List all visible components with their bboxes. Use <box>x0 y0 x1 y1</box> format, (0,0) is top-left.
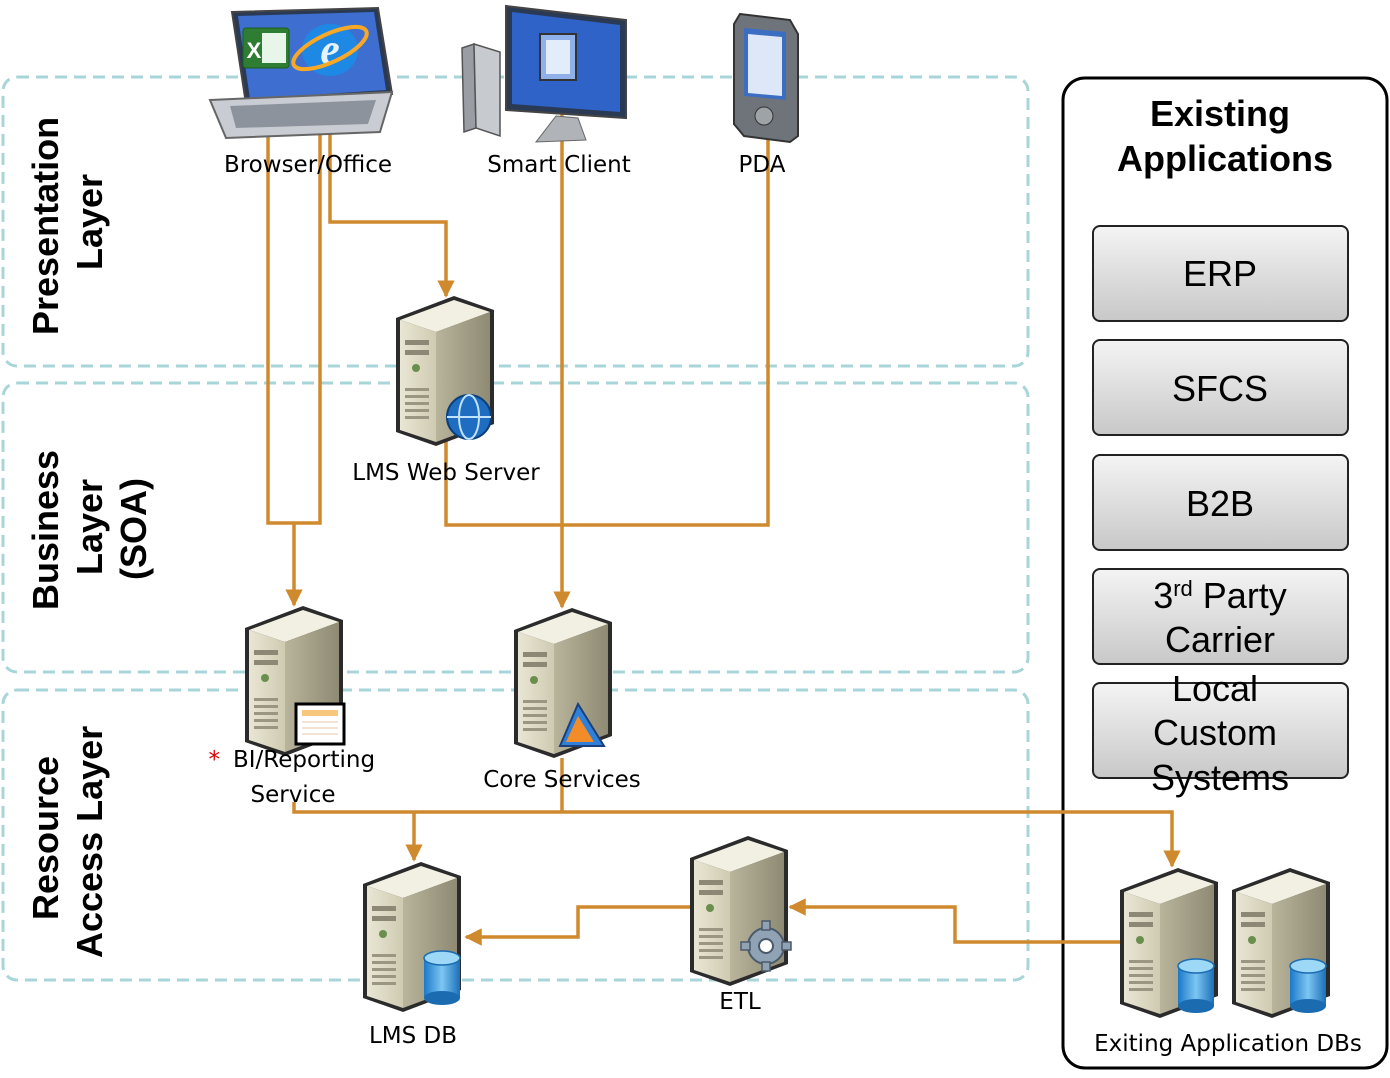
desktop-computer-icon <box>461 4 627 143</box>
svg-text:ERP: ERP <box>1183 253 1257 294</box>
presentation-layer-box <box>1 75 1030 368</box>
svg-text:X: X <box>247 38 262 63</box>
smart-client-label: Smart Client <box>487 152 630 178</box>
existing-dbs-to-etl-connector <box>788 898 1122 944</box>
lms-db-server-icon <box>363 862 461 1012</box>
sfcs-box: SFCS <box>1092 339 1349 436</box>
excel-icon: X <box>242 27 290 69</box>
existing-db-server-2-icon <box>1232 868 1330 1018</box>
existing-application-dbs-label: Exiting Application DBs <box>1094 1031 1362 1057</box>
pda-label: PDA <box>739 152 786 178</box>
pda-icon <box>733 12 799 144</box>
lms-web-server-icon <box>396 296 494 446</box>
svg-text:SFCS: SFCS <box>1172 368 1268 409</box>
bi-reporting-server-icon <box>245 606 346 756</box>
bi-reporting-label-line2: Service <box>250 782 335 808</box>
resource-layer-label: Resource Access Layer <box>25 726 110 958</box>
business-layer-label: Business Layer (SOA) <box>25 440 154 610</box>
existing-db-server-1-icon <box>1120 868 1218 1018</box>
lms-db-label: LMS DB <box>369 1023 457 1049</box>
lms-web-server-label: LMS Web Server <box>352 460 540 486</box>
local-custom-systems-box: Local Custom Systems <box>1092 668 1349 798</box>
database-icon <box>423 950 461 1006</box>
core-services-label: Core Services <box>483 767 641 793</box>
browser-office-label: Browser/Office <box>224 152 392 178</box>
erp-box: ERP <box>1092 225 1349 322</box>
svg-text:Carrier: Carrier <box>1165 619 1275 660</box>
etl-to-lms-db-connector <box>464 905 692 946</box>
gear-icon <box>740 920 792 972</box>
presentation-layer-label: Presentation Layer <box>25 107 110 335</box>
b2b-box: B2B <box>1092 454 1349 551</box>
services-to-existing-dbs-connector <box>292 802 1181 868</box>
svg-text:Local Custom Syste: Local Custom Systems <box>1151 668 1289 798</box>
etl-label: ETL <box>719 989 761 1015</box>
etl-server-icon <box>690 836 792 986</box>
lms-web-to-pda-connector <box>444 120 770 527</box>
browser-loop-connector <box>266 82 322 525</box>
existing-applications-title: Existing Applications <box>1117 93 1333 179</box>
bi-asterisk: * <box>209 747 221 773</box>
connectors <box>266 82 1181 946</box>
business-layer-box <box>1 381 1030 674</box>
third-party-carrier-box: 3rd Party Carrier <box>1092 568 1349 665</box>
svg-text:B2B: B2B <box>1186 483 1254 524</box>
core-services-server-icon <box>514 608 612 758</box>
browser-to-lms-web-connector <box>328 82 455 298</box>
bi-reporting-label-line1: BI/Reporting <box>233 747 375 773</box>
svg-text:3rd Party: 3rd Party <box>1153 575 1287 616</box>
internet-explorer-icon: e <box>291 24 369 76</box>
